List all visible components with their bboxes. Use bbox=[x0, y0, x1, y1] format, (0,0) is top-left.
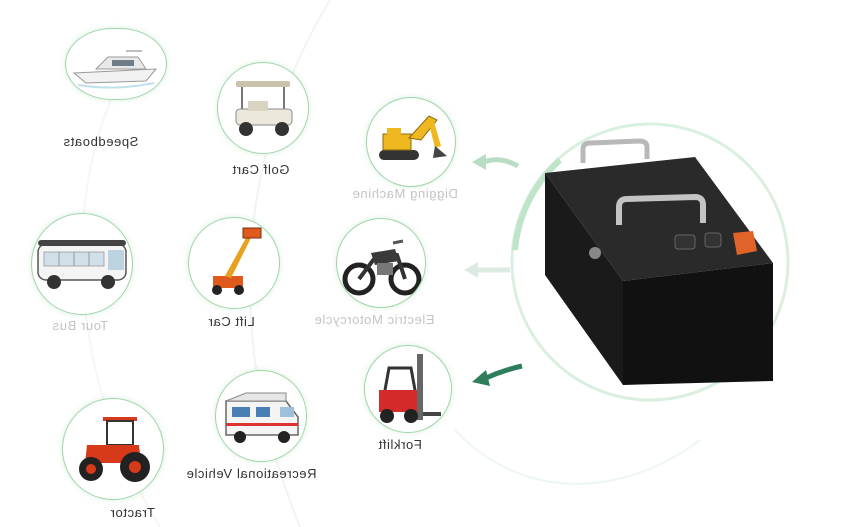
tour-bus-icon bbox=[37, 240, 127, 289]
application-label: Golf Cart bbox=[232, 162, 290, 177]
arrow-left-icon bbox=[472, 154, 520, 170]
application-label: Recreational Vehicle bbox=[186, 466, 317, 481]
excavator-icon bbox=[379, 115, 447, 160]
arrow-left-icon bbox=[472, 363, 523, 386]
golf-cart-icon bbox=[235, 81, 293, 136]
application-label: Lift Car bbox=[208, 314, 255, 329]
application-label: Tour Bus bbox=[52, 318, 109, 333]
tractor-icon bbox=[79, 417, 150, 482]
motorcycle-icon bbox=[342, 239, 422, 296]
application-label: Electric Motorcycle bbox=[314, 312, 435, 327]
application-label: Tractor bbox=[110, 505, 155, 520]
lithium-battery-pack-icon bbox=[545, 138, 773, 385]
rv-icon bbox=[225, 392, 299, 443]
lift-car-icon bbox=[212, 227, 262, 295]
forklift-icon bbox=[379, 354, 441, 423]
application-label: Forklift bbox=[378, 437, 422, 452]
application-label: Digging Machine bbox=[352, 186, 458, 201]
arrow-left-icon bbox=[464, 262, 510, 278]
speedboat-icon bbox=[72, 50, 158, 89]
application-label: Speedboats bbox=[63, 134, 139, 149]
